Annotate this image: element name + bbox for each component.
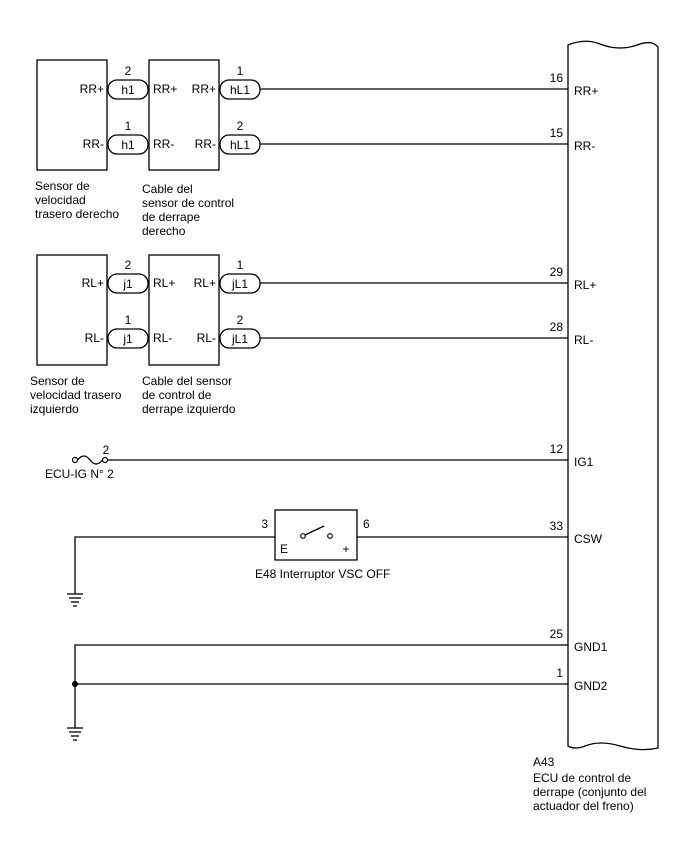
rr-sensor-box (36, 59, 108, 171)
rl-minus-ecu-pin: 28 (550, 320, 564, 334)
rr-plus-connector2-pin: 1 (237, 64, 244, 78)
fuse-label: ECU-IG N° 2 (45, 467, 114, 481)
rr-cable-caption-3: de derrape (142, 210, 200, 224)
rl-sensor-caption-1: Sensor de (30, 374, 85, 388)
rl-sensor-box (36, 254, 108, 366)
rl-cable-caption-2: de control de (142, 388, 212, 402)
rr-plus-connector (107, 79, 149, 100)
csw-ecu-label: CSW (574, 532, 603, 546)
gnd2-ecu-pin: 1 (556, 666, 563, 680)
rl-minus-connector2-label: jL1 (231, 332, 248, 346)
rl-plus-connector-pin: 2 (125, 258, 132, 272)
gnd2-ecu-label: GND2 (574, 679, 608, 693)
switch-pin-right: 6 (363, 517, 370, 531)
rl-sensor-caption-2: velocidad trasero (30, 388, 122, 402)
rr-sensor-plus-label: RR+ (80, 82, 104, 96)
rr-plus-connector2-label: hL1 (230, 83, 250, 97)
rl-plus-connector2-pin: 1 (237, 258, 244, 272)
switch-terminal-e: E (280, 542, 288, 556)
rr-sensor-minus-label: RR- (83, 137, 104, 151)
rr-plus-connector-pin: 2 (125, 64, 132, 78)
ig1-ecu-label: IG1 (574, 455, 594, 469)
switch-terminal-plus: + (342, 542, 349, 556)
gnd1-wire (74, 644, 568, 728)
rr-minus-connector-label: h1 (121, 138, 135, 152)
rl-sensor-caption-3: izquierdo (30, 402, 79, 416)
rl-sensor-plus-label: RL+ (82, 276, 104, 290)
rr-plus-ecu-pin: 16 (550, 71, 564, 85)
switch-label: E48 Interruptor VSC OFF (255, 567, 390, 581)
rr-minus-connector (107, 134, 149, 155)
ig1-ecu-pin: 12 (550, 442, 564, 456)
gnd-junction (72, 681, 78, 687)
rr-plus-ecu-label: RR+ (574, 84, 598, 98)
rl-cable-caption-3: derrape izquierdo (142, 402, 236, 416)
rr-minus-ecu-pin: 15 (550, 126, 564, 140)
gnd1-ecu-pin: 25 (550, 627, 564, 641)
csw-ground-wire (74, 536, 275, 594)
rl-cable-caption-1: Cable del sensor (142, 374, 232, 388)
rl-sensor-minus-label: RL- (85, 331, 104, 345)
switch-contact-icon (300, 525, 333, 539)
rr-cable-caption-1: Cable del (142, 182, 193, 196)
switch-pin-left: 3 (261, 517, 268, 531)
rr-minus-connector-pin: 1 (125, 119, 132, 133)
rl-cable-right-plus: RL+ (194, 276, 216, 290)
ground-icon (67, 727, 83, 741)
gnd1-ecu-label: GND1 (574, 640, 608, 654)
rr-minus-ecu-label: RR- (574, 139, 595, 153)
rl-plus-connector (107, 273, 149, 294)
rr-cable-caption-4: derecho (142, 224, 186, 238)
ecu-desc-2: derrape (conjunto del (533, 785, 646, 799)
rl-plus-ecu-label: RL+ (574, 278, 596, 292)
rr-sensor-caption-1: Sensor de (35, 179, 90, 193)
rr-plus-connector-label: h1 (121, 83, 135, 97)
ground-icon (67, 593, 83, 607)
fuse-icon (71, 455, 109, 465)
rr-cable-left-minus: RR- (153, 137, 174, 151)
rl-plus-ecu-pin: 29 (550, 265, 564, 279)
vsc-off-switch-box (274, 509, 358, 561)
rr-cable-box (148, 59, 220, 171)
ecu-body (567, 40, 659, 751)
ecu-desc-3: actuador del freno) (533, 799, 634, 813)
rr-sensor-caption-2: velocidad (35, 193, 86, 207)
rl-plus-connector2-label: jL1 (231, 277, 248, 291)
rr-sensor-caption-3: trasero derecho (35, 207, 119, 221)
rl-minus-connector-label: j1 (122, 332, 133, 346)
rr-cable-left-plus: RR+ (153, 82, 177, 96)
rl-plus-connector-label: j1 (122, 277, 133, 291)
rl-cable-box (148, 254, 220, 366)
rl-minus-connector2-pin: 2 (237, 313, 244, 327)
ecu-desc-1: ECU de control de (533, 771, 631, 785)
rr-minus-connector2-pin: 2 (237, 119, 244, 133)
rl-minus-ecu-label: RL- (574, 333, 593, 347)
rr-cable-right-plus: RR+ (192, 82, 216, 96)
rr-minus-connector2-label: hL1 (230, 138, 250, 152)
ecu-id: A43 (533, 755, 555, 769)
rl-cable-left-plus: RL+ (153, 276, 175, 290)
rl-cable-left-minus: RL- (153, 331, 172, 345)
rl-minus-connector-pin: 1 (125, 313, 132, 327)
rl-minus-connector (107, 328, 149, 349)
rr-cable-caption-2: sensor de control (142, 196, 234, 210)
rl-cable-right-minus: RL- (197, 331, 216, 345)
fuse-pin: 2 (103, 443, 110, 457)
rr-cable-right-minus: RR- (195, 137, 216, 151)
csw-ecu-pin: 33 (550, 519, 564, 533)
